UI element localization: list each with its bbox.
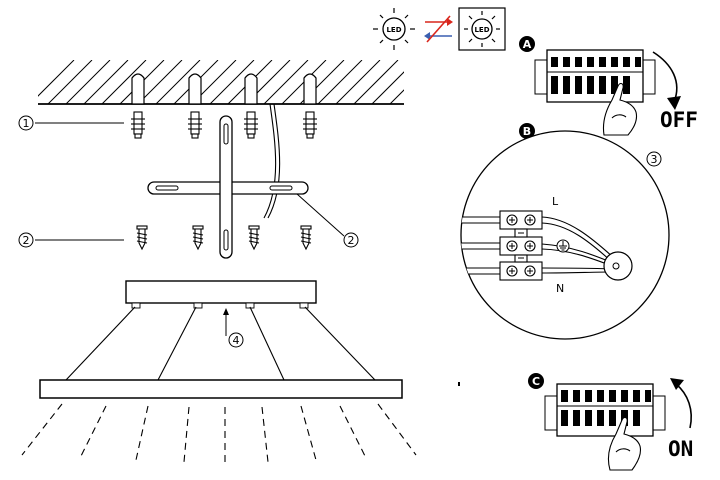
svg-text:2: 2 [348, 234, 355, 247]
stray-mark [458, 382, 460, 386]
svg-text:C: C [532, 375, 540, 388]
cross-mounting-bracket [147, 115, 309, 259]
wiring-detail-circle [460, 130, 670, 340]
ceiling [38, 60, 404, 105]
step-c-badge: C [528, 373, 544, 389]
lamp-body [39, 379, 403, 399]
callout-2-left: 2 [18, 232, 124, 248]
screws [136, 225, 312, 251]
wiring-detail [461, 210, 633, 281]
wall-plugs [131, 111, 317, 139]
hand-on [607, 417, 642, 471]
power-cable [263, 103, 281, 219]
off-label: OFF [660, 108, 698, 132]
callout-4: 4 [223, 308, 244, 348]
light-rays [21, 403, 417, 463]
svg-text:LED: LED [386, 26, 401, 34]
wire-label-neutral: N [556, 282, 564, 295]
terminal-block [499, 210, 543, 281]
breaker-panel-on [544, 383, 666, 437]
drill-holes [131, 73, 317, 105]
on-label: ON [668, 437, 693, 461]
switch-up-arrow [670, 378, 692, 429]
earth-symbol-icon [556, 239, 570, 253]
hand-off [602, 83, 638, 136]
wire-label-live: L [552, 195, 559, 208]
step-b-badge: B [519, 123, 535, 139]
callout-2-right: 2 [296, 193, 359, 248]
svg-text:3: 3 [651, 153, 658, 166]
svg-text:B: B [523, 125, 531, 138]
callout-1: 1 [18, 115, 124, 131]
switch-down-arrow [652, 51, 681, 110]
swap-arrows-icon [424, 15, 453, 43]
svg-text:4: 4 [233, 334, 240, 347]
svg-text:A: A [523, 38, 532, 51]
svg-text:2: 2 [23, 234, 30, 247]
step-a-badge: A [519, 36, 535, 52]
led-on-icon: LED [458, 7, 506, 51]
svg-text:LED: LED [474, 26, 489, 34]
callout-3: 3 [646, 151, 662, 167]
svg-text:1: 1 [23, 117, 30, 130]
led-off-icon: LED [373, 8, 415, 50]
ceiling-canopy [125, 280, 317, 309]
breaker-panel-off [534, 49, 656, 103]
suspension-wires [65, 306, 376, 381]
